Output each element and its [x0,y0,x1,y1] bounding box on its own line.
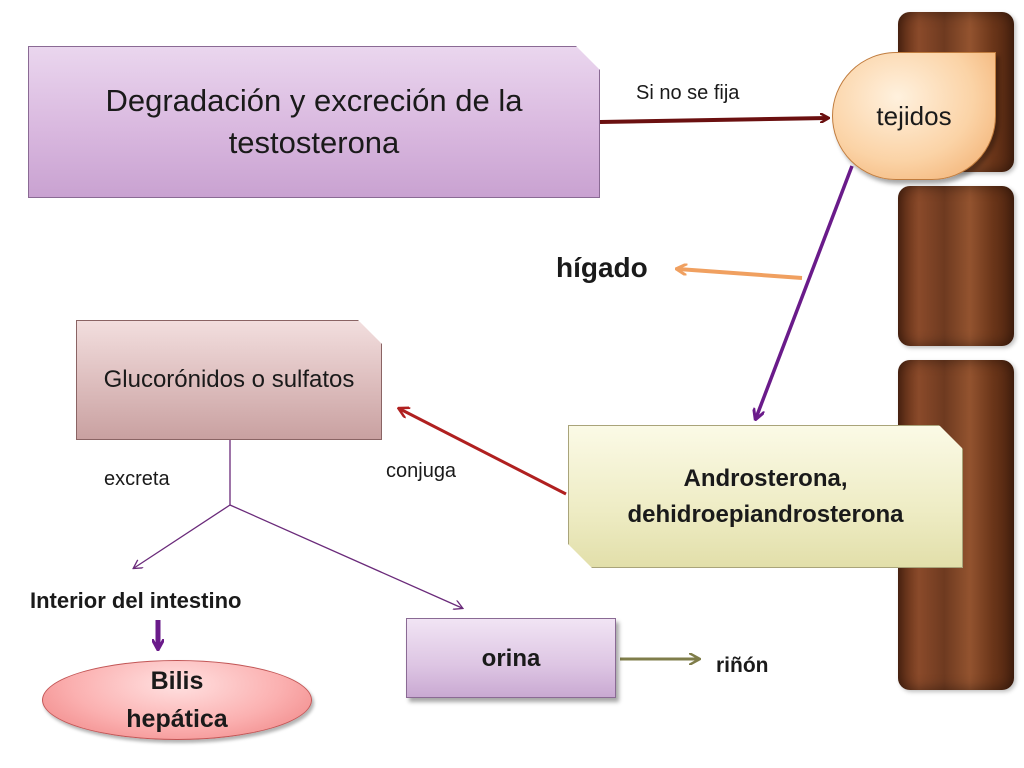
arrow-tejidos-to-androsterona [756,165,854,418]
edge-label-conjuga: conjuga [386,460,457,482]
edge-label-excreta: excreta [104,468,170,490]
bilis-hepatica-node: Bilis hepática [42,660,312,740]
higado-label: hígado [556,252,648,283]
tejidos-node: tejidos [832,52,996,180]
arrow-title-to-tejidos [599,118,828,124]
androsterona-line2: dehidroepiandrosterona [627,500,904,528]
androsterona-line1: Androsterona, [683,464,848,492]
bilis-line1: Bilis [150,667,204,695]
title-text: Degradación y excreción de la testostero… [105,83,523,160]
arrow-androsterona-to-glucoronidos [400,409,567,496]
orina-text: orina [481,645,541,672]
interior-intestino-label: Interior del intestino [30,588,242,613]
arrow-to-higado [678,269,803,280]
wood-panel [898,186,1014,346]
glucoronidos-text: Glucorónidos o sulfatos [103,366,355,393]
rinon-label: riñón [716,654,769,677]
glucoronidos-box: Glucorónidos o sulfatos [76,320,382,440]
orina-box: orina [406,618,616,698]
androsterona-box: Androsterona, dehidroepiandrosterona [568,425,963,568]
edge-label-si-no-se-fija: Si no se fija [636,82,740,104]
arrow-to-interior-intestino [134,504,231,568]
title-box: Degradación y excreción de la testostero… [28,46,600,198]
bilis-line2: hepática [126,705,228,733]
tejidos-text: tejidos [876,100,952,131]
arrow-to-orina [229,504,462,608]
